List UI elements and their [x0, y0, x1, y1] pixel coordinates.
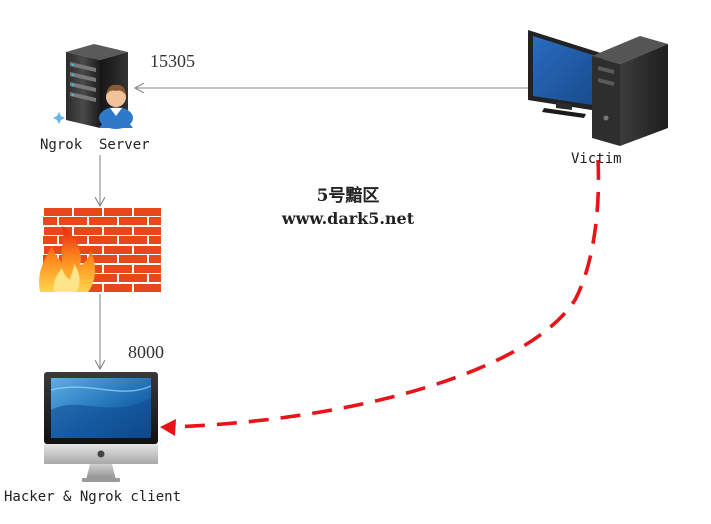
victim-label: Victim — [571, 151, 622, 167]
client-label: Hacker & Ngrok client — [4, 489, 182, 505]
client-port-label: 8000 — [128, 342, 164, 362]
watermark-url: www.dark5.net — [281, 209, 415, 228]
server-label: Ngrok Server — [40, 137, 150, 153]
reverse-connection-arrowhead — [160, 419, 176, 436]
server-port-label: 15305 — [150, 51, 195, 71]
watermark-name: 5号黯区 — [316, 186, 380, 206]
